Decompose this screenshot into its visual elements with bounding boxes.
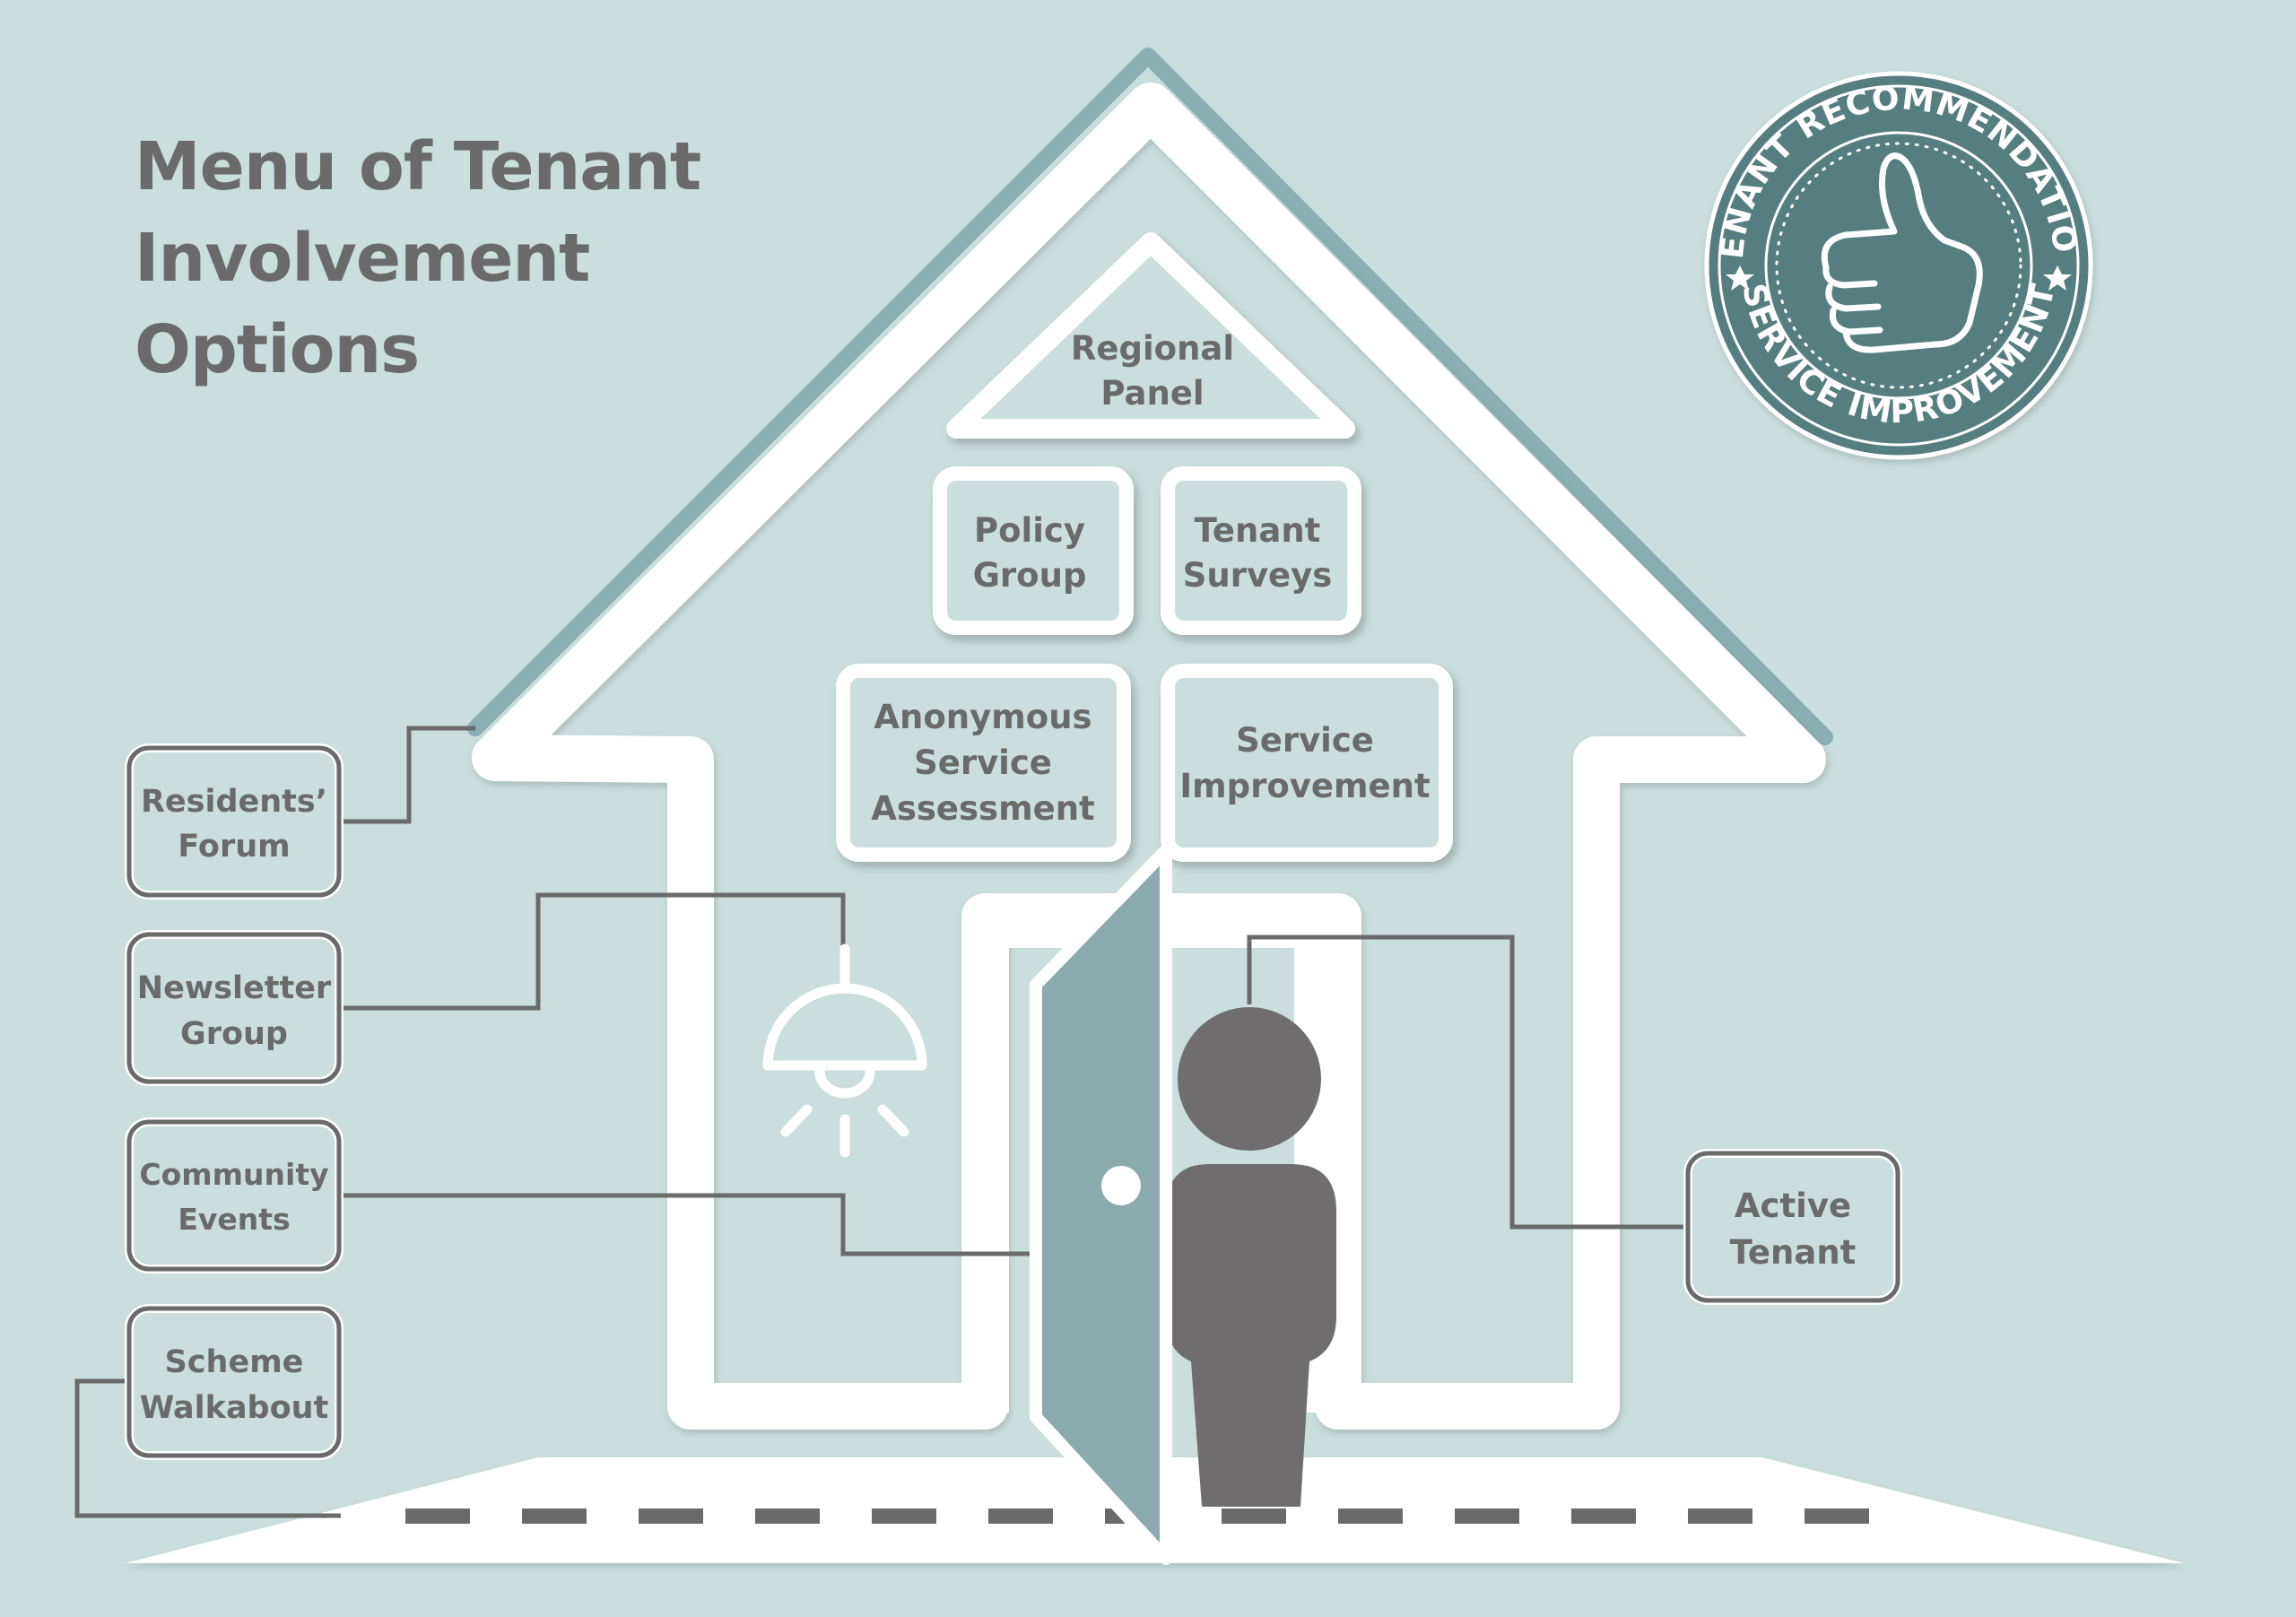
roof-stripe xyxy=(467,48,1833,745)
anonymous-label-1: Anonymous xyxy=(874,698,1091,736)
policy-group-label-1: Policy xyxy=(974,511,1085,550)
person-icon xyxy=(1166,1007,1336,1507)
anonymous-label-3: Assessment xyxy=(871,789,1095,828)
regional-panel-box: Regional Panel xyxy=(946,232,1355,439)
door-icon xyxy=(1030,844,1172,1565)
tenant-surveys-box: Tenant Surveys xyxy=(1161,466,1361,635)
anonymous-service-assessment-box: Anonymous Service Assessment xyxy=(836,664,1131,862)
newsletter-group-box: Newsletter Group xyxy=(125,930,344,1086)
door-knob xyxy=(1101,1166,1141,1205)
service-improvement-label-2: Improvement xyxy=(1179,767,1430,805)
anonymous-label-2: Service xyxy=(914,743,1052,782)
service-improvement-label-1: Service xyxy=(1236,721,1374,760)
community-events-box: Community Events xyxy=(125,1117,344,1274)
title-line-3: Options xyxy=(135,311,420,388)
community-events-label-2: Events xyxy=(178,1202,290,1237)
title-line-1: Menu of Tenant xyxy=(135,128,701,205)
community-events-label-1: Community xyxy=(139,1157,328,1192)
residents-forum-label-1: Residents’ xyxy=(141,784,327,820)
policy-group-box: Policy Group xyxy=(933,466,1134,635)
title-line-2: Involvement xyxy=(135,220,590,297)
service-improvement-box: Service Improvement xyxy=(1161,664,1453,862)
scheme-walkabout-label-2: Walkabout xyxy=(140,1390,329,1426)
thumbs-up-icon xyxy=(1821,152,1983,353)
house-outline xyxy=(472,83,1826,1430)
regional-panel-label-1: Regional xyxy=(1071,329,1234,368)
tenant-surveys-label-1: Tenant xyxy=(1195,511,1321,550)
residents-forum-label-2: Forum xyxy=(178,829,290,865)
regional-panel-label-2: Panel xyxy=(1100,374,1204,413)
newsletter-group-label-1: Newsletter xyxy=(137,970,332,1006)
policy-group-label-2: Group xyxy=(973,556,1087,595)
tenant-surveys-label-2: Surveys xyxy=(1183,556,1333,595)
residents-forum-box: Residents’ Forum xyxy=(125,743,344,900)
lamp-icon xyxy=(762,943,927,1158)
active-tenant-box: Active Tenant xyxy=(1683,1149,1902,1305)
star-icon xyxy=(2043,265,2072,291)
active-tenant-label-1: Active xyxy=(1735,1187,1851,1225)
scheme-walkabout-box: Scheme Walkabout xyxy=(125,1304,344,1460)
page-title: Menu of Tenant Involvement Options xyxy=(135,121,701,396)
star-icon xyxy=(1726,265,1754,291)
newsletter-group-label-2: Group xyxy=(180,1016,288,1052)
active-tenant-label-2: Tenant xyxy=(1730,1233,1857,1272)
scheme-walkabout-label-1: Scheme xyxy=(165,1344,304,1380)
